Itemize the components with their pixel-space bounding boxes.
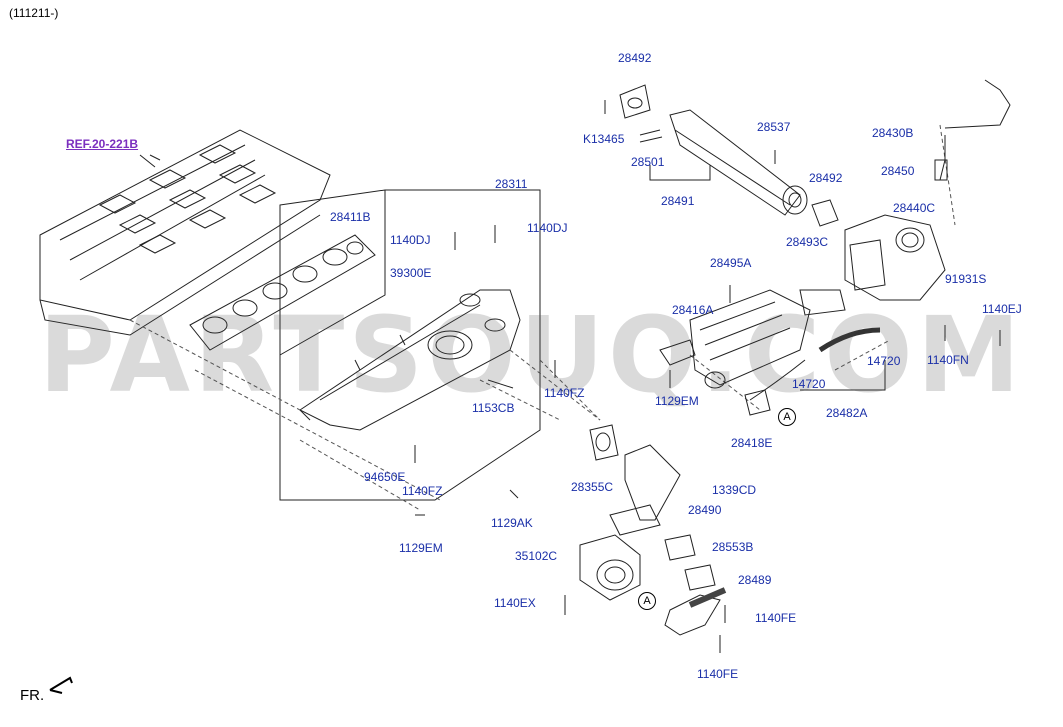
part-label-39300e[interactable]: 39300E (390, 266, 432, 280)
hose-drawing (818, 327, 881, 353)
part-label-1140fe-b[interactable]: 1140FE (697, 667, 739, 681)
front-arrow-icon (49, 676, 73, 694)
connector-marker-a: A (778, 408, 796, 426)
part-label-28430b[interactable]: 28430B (872, 126, 914, 140)
part-label-1153cb[interactable]: 1153CB (472, 401, 515, 415)
throttle-body-drawing (579, 534, 641, 601)
part-label-28492-b[interactable]: 28492 (809, 171, 843, 185)
part-label-28416a[interactable]: 28416A (672, 303, 714, 317)
part-label-28311[interactable]: 28311 (495, 177, 528, 191)
lower-pipe-drawing (589, 424, 727, 636)
part-label-28450[interactable]: 28450 (881, 164, 915, 178)
part-label-28537[interactable]: 28537 (757, 120, 791, 134)
part-label-28411b[interactable]: 28411B (330, 210, 371, 224)
part-label-1140dj-b[interactable]: 1140DJ (527, 221, 568, 235)
part-label-1129ak[interactable]: 1129AK (491, 516, 533, 530)
part-label-28495a[interactable]: 28495A (710, 256, 752, 270)
part-label-28440c[interactable]: 28440C (893, 201, 936, 215)
cylinder-head-drawing (39, 129, 331, 336)
reference-link[interactable]: REF.20-221B (66, 137, 139, 151)
manifold-gasket-drawing (189, 234, 376, 351)
part-label-14720[interactable]: 14720 (867, 354, 901, 368)
part-label-1129em-b[interactable]: 1129EM (399, 541, 443, 555)
egr-cooler-drawing (659, 289, 846, 389)
egr-pipe-drawing (619, 84, 808, 216)
connector-marker-a: A (638, 592, 656, 610)
front-orientation-label: FR. (20, 687, 45, 704)
part-label-28553b[interactable]: 28553B (712, 540, 754, 554)
part-label-28492[interactable]: 28492 (618, 51, 652, 65)
part-label-1140fn[interactable]: 1140FN (927, 353, 969, 367)
part-label-1339cd[interactable]: 1339CD (712, 483, 757, 497)
diagram-header: (111211-) (9, 6, 59, 20)
part-label-28482a[interactable]: 28482A (826, 406, 868, 420)
part-label-28355c[interactable]: 28355C (571, 480, 614, 494)
part-label-14720-b[interactable]: 14720 (792, 377, 826, 391)
part-label-1140fz-b[interactable]: 1140FZ (402, 484, 443, 498)
part-label-28491[interactable]: 28491 (661, 194, 695, 208)
part-label-28418e[interactable]: 28418E (731, 436, 773, 450)
part-label-28489[interactable]: 28489 (738, 573, 772, 587)
part-label-94650e[interactable]: 94650E (364, 470, 406, 484)
part-label-28493c[interactable]: 28493C (786, 235, 829, 249)
part-label-1140ex[interactable]: 1140EX (494, 596, 536, 610)
gasket-drawing (811, 199, 839, 227)
part-label-k13465[interactable]: K13465 (583, 132, 625, 146)
bolts-drawing (414, 100, 1001, 653)
part-label-28501[interactable]: 28501 (631, 155, 665, 169)
part-label-1140fz[interactable]: 1140FZ (544, 386, 585, 400)
part-label-35102c[interactable]: 35102C (515, 549, 558, 563)
intake-manifold-drawing (299, 289, 521, 431)
part-label-28490[interactable]: 28490 (688, 503, 722, 517)
part-label-1140ej[interactable]: 1140EJ (982, 302, 1022, 316)
part-label-91931s[interactable]: 91931S (945, 272, 987, 286)
part-label-1140dj[interactable]: 1140DJ (390, 233, 431, 247)
part-label-1129em[interactable]: 1129EM (655, 394, 699, 408)
part-label-1140fe[interactable]: 1140FE (755, 611, 797, 625)
egr-valve-drawing (844, 79, 1011, 301)
